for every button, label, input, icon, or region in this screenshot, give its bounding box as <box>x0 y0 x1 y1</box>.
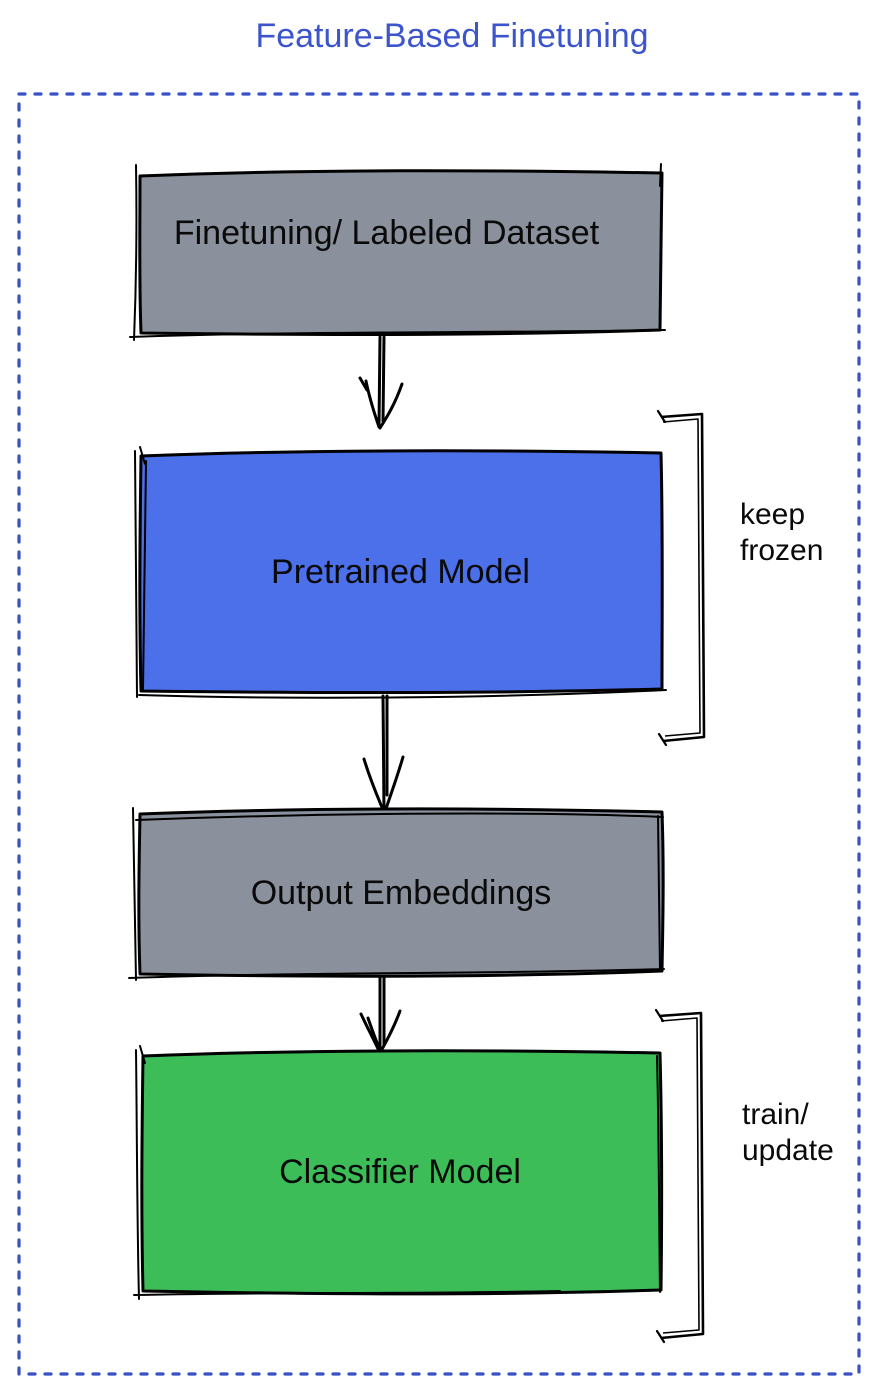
node-embeddings-shape <box>128 807 665 981</box>
train-update-line2: update <box>742 1134 834 1167</box>
keep-frozen-line1: keep <box>740 498 806 531</box>
node-classifier-label: Classifier Model <box>279 1153 521 1191</box>
node-pretrained-label: Pretrained Model <box>271 553 530 591</box>
train-update-bracket <box>654 1008 705 1344</box>
bracket-outer <box>658 1011 705 1340</box>
arrow-dataset-to-pretrained <box>358 335 404 430</box>
keep-frozen-label: keep frozen <box>740 497 823 569</box>
node-dataset-label: Finetuning/ Labeled Dataset <box>173 214 600 252</box>
train-update-line1: train/ <box>742 1098 809 1131</box>
dataset-box-sketch-accent <box>129 163 666 341</box>
node-embeddings-label: Output Embeddings <box>250 874 552 912</box>
pretrained-box-sketch-accent <box>134 446 667 699</box>
bracket-serifs <box>656 409 668 747</box>
bracket-serifs <box>654 1008 666 1344</box>
node-classifier-shape <box>133 1045 664 1300</box>
arrow-pretrained-to-embeddings <box>362 694 405 814</box>
arrow-embeddings-to-classifier <box>359 976 402 1053</box>
dashed-boundary <box>17 92 861 1376</box>
keep-frozen-bracket <box>656 409 706 747</box>
node-dataset-shape <box>129 163 666 341</box>
pretrained-box <box>138 449 664 695</box>
bracket-outer <box>660 412 706 743</box>
classifier-box <box>140 1049 664 1296</box>
node-pretrained-shape <box>134 446 667 699</box>
diagram-title: Feature-Based Finetuning <box>255 17 649 55</box>
embeddings-box-sketch-accent <box>128 807 665 981</box>
keep-frozen-line2: frozen <box>740 534 824 567</box>
classifier-box-sketch-accent <box>133 1045 661 1300</box>
embeddings-box <box>137 807 665 978</box>
bracket-inner <box>660 1017 700 1334</box>
train-update-label: train/ update <box>742 1097 834 1169</box>
bracket-inner <box>662 418 701 737</box>
